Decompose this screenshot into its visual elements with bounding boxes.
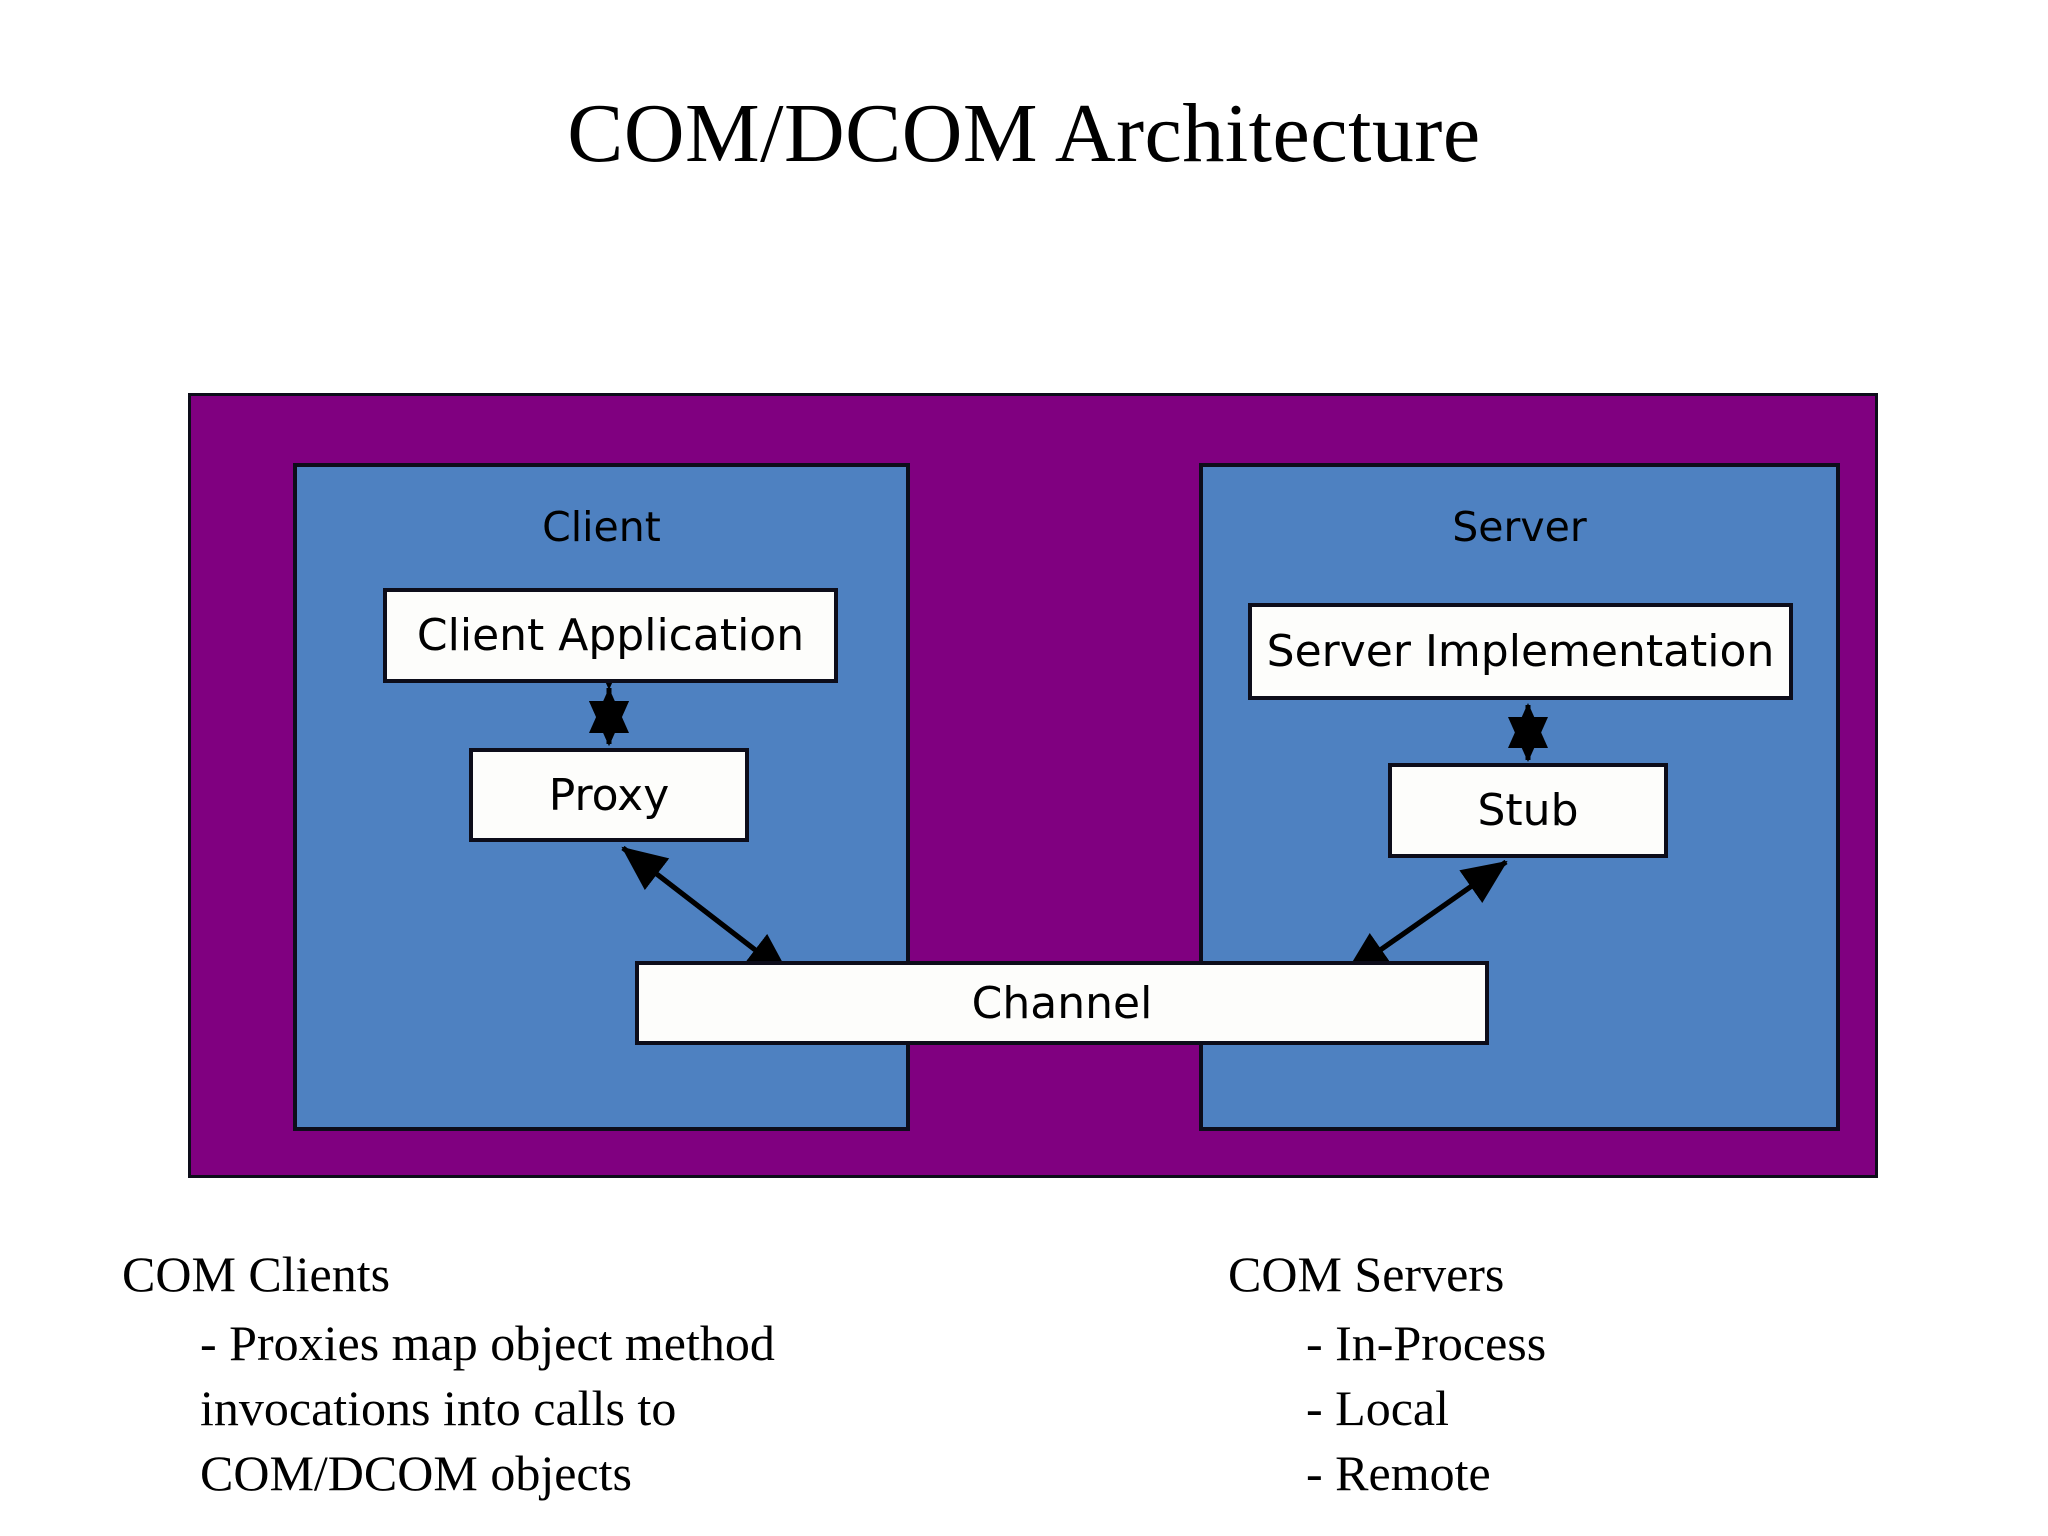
com-dcom-container: Client Server [188, 393, 1878, 1178]
client-zone-label: Client [542, 503, 661, 551]
list-item: - Remote [1306, 1445, 1491, 1501]
list-item: - Proxies map object method [200, 1315, 775, 1371]
notes-com-servers-heading: COM Servers [1228, 1246, 1505, 1302]
page-title: COM/DCOM Architecture [567, 87, 1481, 180]
list-item: - In-Process [1306, 1315, 1547, 1371]
node-server-implementation: Server Implementation [1248, 603, 1793, 700]
notes-com-clients: COM Clients - Proxies map object method … [122, 1242, 942, 1506]
node-proxy: Proxy [469, 748, 749, 842]
notes-com-clients-heading: COM Clients [122, 1246, 391, 1302]
list-item: COM/DCOM objects [200, 1445, 632, 1501]
list-item: - Local [1306, 1380, 1449, 1436]
notes-com-servers-list: - In-Process - Local - Remote [1228, 1311, 1928, 1506]
list-item: invocations into calls to [200, 1380, 677, 1436]
notes-com-clients-list: - Proxies map object method invocations … [122, 1311, 942, 1506]
node-client-application: Client Application [383, 588, 838, 683]
node-stub: Stub [1388, 763, 1668, 858]
node-channel: Channel [635, 961, 1489, 1045]
notes-com-servers: COM Servers - In-Process - Local - Remot… [1228, 1242, 1928, 1506]
server-zone-label: Server [1452, 503, 1587, 551]
